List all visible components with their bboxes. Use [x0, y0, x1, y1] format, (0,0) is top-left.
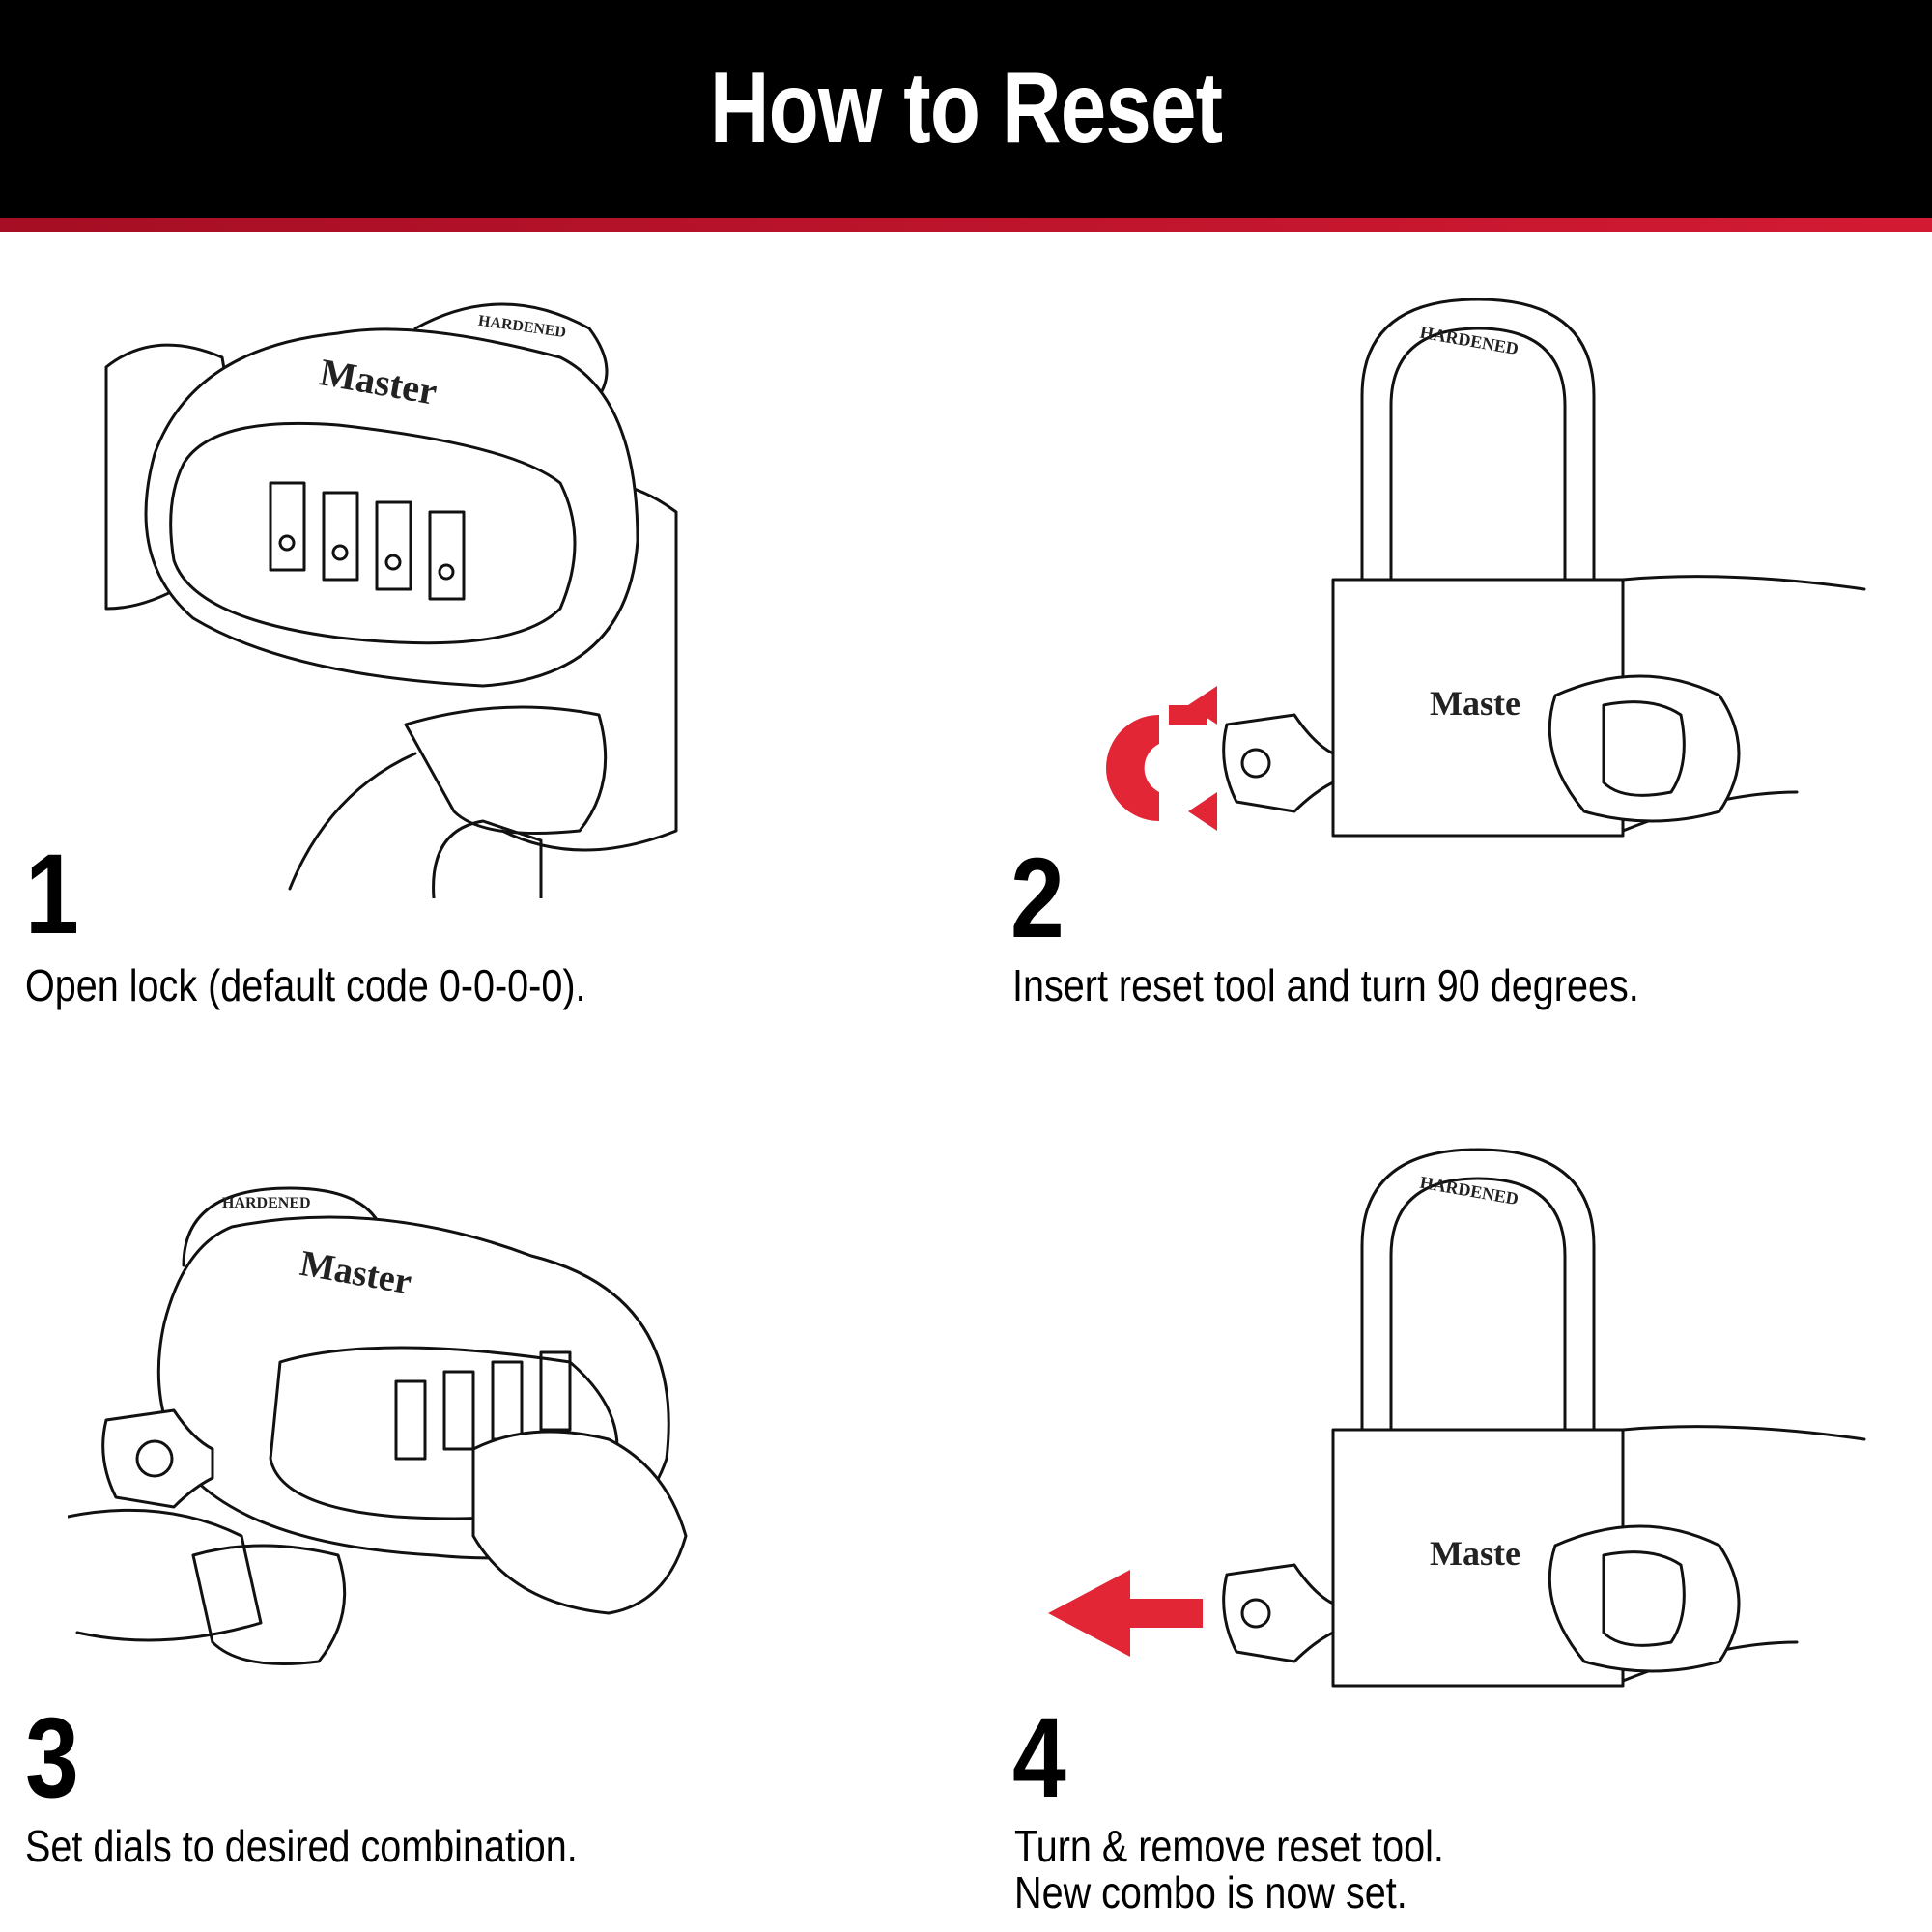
step-3-illustration: HARDENED Master — [68, 1186, 688, 1665]
step-1-caption: Open lock (default code 0-0-0-0). — [25, 960, 586, 1010]
step-2-number: 2 — [1010, 835, 1065, 962]
brand-logo: Maste — [1430, 684, 1520, 723]
step-3-number: 3 — [25, 1694, 79, 1822]
step-2-illustration: HARDENED Maste — [1106, 298, 1866, 838]
step-4-number: 4 — [1012, 1694, 1066, 1822]
step-4-caption: Turn & remove reset tool. — [1014, 1821, 1444, 1871]
step-4-caption-line-2: New combo is now set. — [1014, 1867, 1407, 1918]
step-4-illustration: HARDENED Maste — [1048, 1148, 1866, 1688]
red-divider — [0, 218, 1932, 232]
shackle-label: HARDENED — [477, 313, 567, 342]
shackle-label: HARDENED — [222, 1195, 311, 1211]
step-1-number: 1 — [25, 831, 79, 958]
header-bar: How to Reset — [0, 0, 1932, 218]
step-1-illustration: HARDENED Master — [104, 302, 678, 898]
step-2-caption: Insert reset tool and turn 90 degrees. — [1012, 960, 1639, 1010]
brand-logo: Maste — [1430, 1534, 1520, 1573]
step-3-caption: Set dials to desired combination. — [25, 1821, 578, 1871]
page-title: How to Reset — [709, 52, 1223, 164]
